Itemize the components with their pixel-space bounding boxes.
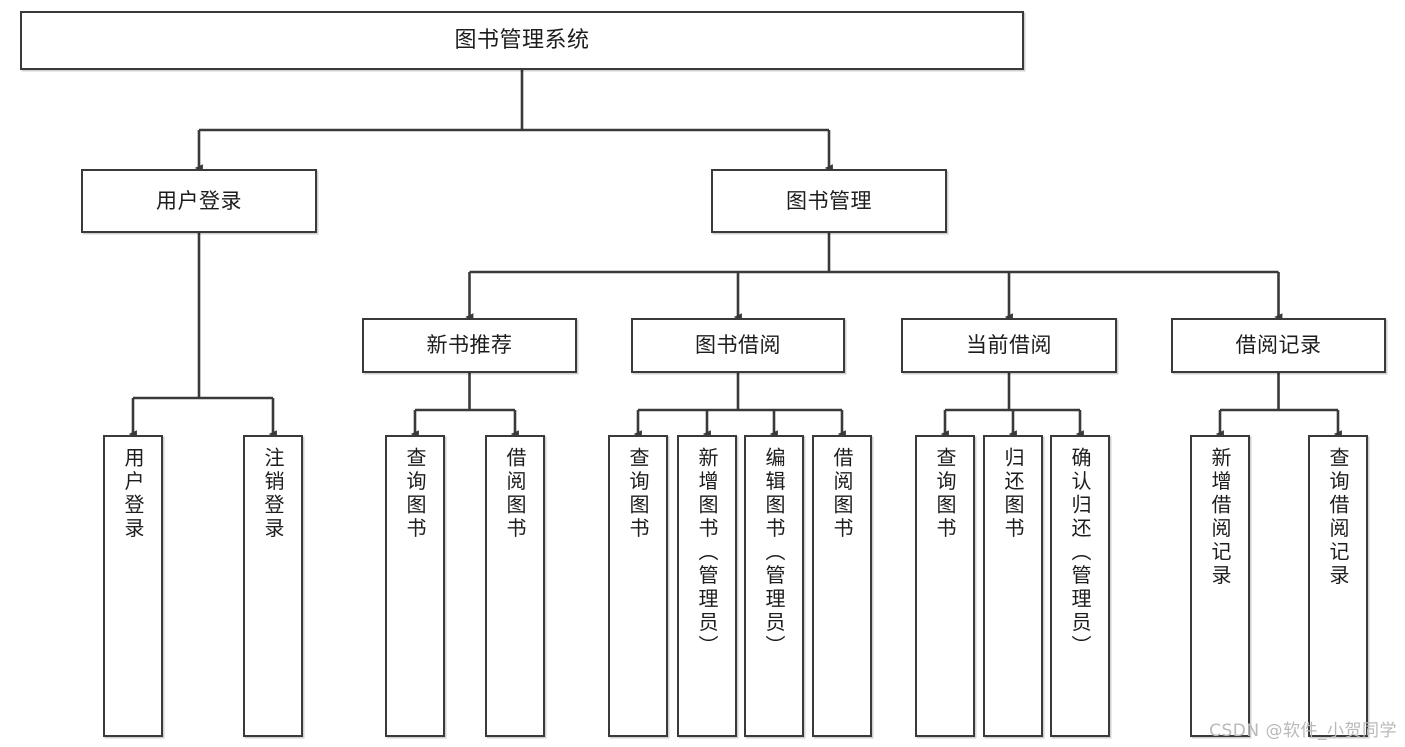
node-label: 归还图书 xyxy=(1001,447,1025,541)
node-label: 编辑图书（管理员） xyxy=(762,447,786,659)
node-new-book-recommend[interactable]: 新书推荐 xyxy=(362,318,577,373)
node-label: 查询图书 xyxy=(403,447,427,541)
node-label: 新增图书（管理员） xyxy=(695,447,719,659)
node-label: 查询图书 xyxy=(933,447,957,541)
leaf-leaf-query-book-3[interactable]: 查询图书 xyxy=(915,435,975,737)
leaf-leaf-query-record[interactable]: 查询借阅记录 xyxy=(1308,435,1368,737)
leaf-leaf-query-book-1[interactable]: 查询图书 xyxy=(385,435,445,737)
node-book-borrow[interactable]: 图书借阅 xyxy=(631,318,845,373)
node-label: 借阅图书 xyxy=(830,447,854,541)
node-current-borrow[interactable]: 当前借阅 xyxy=(901,318,1117,373)
node-label: 图书管理 xyxy=(786,188,872,213)
node-label: 当前借阅 xyxy=(966,333,1052,358)
node-user-login[interactable]: 用户登录 xyxy=(81,169,317,233)
leaf-leaf-user-login[interactable]: 用户登录 xyxy=(103,435,163,737)
node-label: 新书推荐 xyxy=(426,333,513,358)
leaf-leaf-add-record[interactable]: 新增借阅记录 xyxy=(1190,435,1250,737)
node-label: 借阅记录 xyxy=(1235,333,1322,358)
node-label: 用户登录 xyxy=(121,447,145,541)
node-label: 图书借阅 xyxy=(695,333,781,358)
node-label: 借阅图书 xyxy=(503,447,527,541)
node-book-manage[interactable]: 图书管理 xyxy=(711,169,947,233)
node-borrow-record[interactable]: 借阅记录 xyxy=(1171,318,1386,373)
node-label: 注销登录 xyxy=(261,447,285,541)
node-label: 查询图书 xyxy=(626,447,650,541)
csdn-watermark: CSDN @软件_小贺同学 xyxy=(1209,721,1397,741)
leaf-leaf-query-book-2[interactable]: 查询图书 xyxy=(608,435,668,737)
leaf-leaf-borrow-book-1[interactable]: 借阅图书 xyxy=(485,435,545,737)
node-label: 查询借阅记录 xyxy=(1326,447,1350,588)
leaf-leaf-edit-book[interactable]: 编辑图书（管理员） xyxy=(744,435,804,737)
node-label: 新增借阅记录 xyxy=(1208,447,1232,588)
leaf-leaf-borrow-book-2[interactable]: 借阅图书 xyxy=(812,435,872,737)
node-label: 用户登录 xyxy=(156,188,242,213)
leaf-leaf-confirm-return[interactable]: 确认归还（管理员） xyxy=(1050,435,1110,737)
leaf-leaf-add-book[interactable]: 新增图书（管理员） xyxy=(677,435,737,737)
node-label: 图书管理系统 xyxy=(454,27,590,53)
node-root[interactable]: 图书管理系统 xyxy=(20,11,1024,70)
leaf-leaf-user-logout[interactable]: 注销登录 xyxy=(243,435,303,737)
node-label: 确认归还（管理员） xyxy=(1068,447,1092,659)
leaf-leaf-return-book[interactable]: 归还图书 xyxy=(983,435,1043,737)
